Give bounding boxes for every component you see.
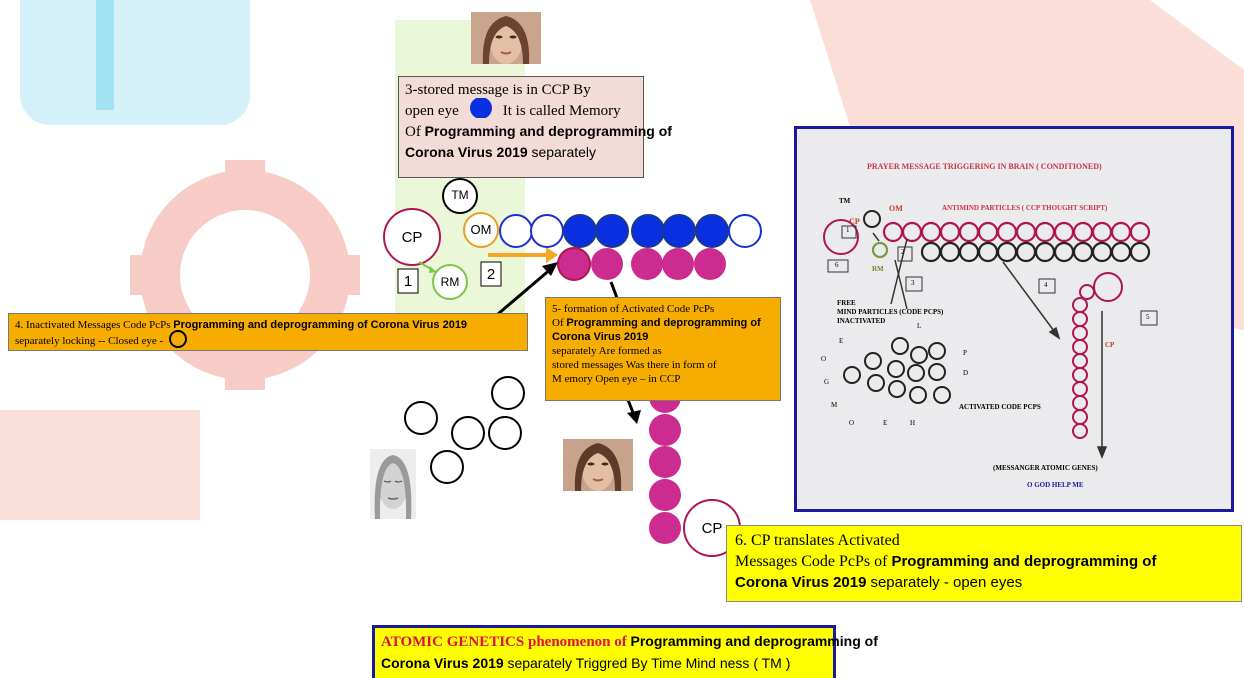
figure-om: OM bbox=[889, 204, 903, 213]
blue-bead-icon bbox=[467, 97, 495, 119]
box5-corona: Corona Virus 2019 bbox=[552, 331, 649, 343]
closed-eye-circle-icon bbox=[167, 330, 189, 348]
box4-programming: Programming and deprogramming of Corona … bbox=[173, 319, 468, 331]
om-label: OM bbox=[470, 222, 492, 237]
box5-memory: M emory Open eye – in CCP bbox=[552, 373, 681, 385]
face-photo-middle bbox=[563, 439, 633, 491]
figure-activated: ACTIVATED CODE PCPS bbox=[959, 403, 1041, 411]
figure-title: PRAYER MESSAGE TRIGGERING IN BRAIN ( CON… bbox=[867, 162, 1102, 171]
inactivated-messages-box: 4. Inactivated Messages Code PcPs Progra… bbox=[8, 313, 528, 351]
bead-row-magenta bbox=[557, 247, 726, 281]
box3-of: Of bbox=[405, 124, 421, 140]
box6-line1: 6. CP translates Activated bbox=[735, 532, 900, 549]
stored-message-box: 3-stored message is in CCP By open eye It… bbox=[398, 76, 672, 178]
box6-programming: Programming and deprogramming of bbox=[891, 553, 1157, 570]
watermark-gear bbox=[130, 160, 360, 390]
box5-separately: separately Are formed as bbox=[552, 345, 662, 357]
figure-messenger: (MESSANGER ATOMIC GENES) bbox=[993, 464, 1098, 472]
brain-diagram-shapes bbox=[823, 210, 1158, 460]
box3-open-eye: open eye bbox=[405, 103, 459, 119]
figure-letter-o2: O bbox=[849, 419, 855, 427]
step-2-box bbox=[480, 261, 502, 287]
activated-formation-box: 5- formation of Activated Code PcPs Of P… bbox=[545, 297, 781, 401]
figure-n4: 4 bbox=[1044, 281, 1048, 289]
rm-circle bbox=[432, 264, 468, 300]
atomic-triggered: separately Triggred By Time Mind ness ( … bbox=[507, 655, 791, 671]
step-2-label: 2 bbox=[486, 266, 496, 283]
figure-letter-e2: E bbox=[883, 419, 888, 427]
figure-letter-o1: O bbox=[821, 355, 827, 363]
box5-of: Of bbox=[552, 317, 564, 329]
box6-open-eyes: separately - open eyes bbox=[870, 574, 1023, 591]
figure-antimind: ANTIMIND PARTICLES ( CCP THOUGHT SCRIPT) bbox=[942, 204, 1108, 212]
figure-letter-e: E bbox=[839, 337, 844, 345]
face-photo-top bbox=[471, 12, 541, 64]
box4-closed-eye: separately locking -- Closed eye - bbox=[15, 335, 164, 347]
cp-circle bbox=[383, 208, 441, 266]
box3-memory: It is called Memory bbox=[502, 103, 621, 119]
figure-n1: 1 bbox=[846, 226, 850, 234]
figure-rm: RM bbox=[872, 265, 884, 273]
cp-label: CP bbox=[401, 229, 423, 246]
step-1-label: 1 bbox=[403, 273, 413, 290]
figure-n3: 3 bbox=[911, 279, 915, 287]
watermark-red-block bbox=[0, 410, 200, 520]
atomic-corona: Corona Virus 2019 bbox=[381, 655, 504, 671]
box3-programming: Programming and deprogramming of bbox=[424, 123, 672, 139]
cp-translates-box: 6. CP translates Activated Messages Code… bbox=[726, 525, 1242, 602]
rm-label: RM bbox=[440, 275, 460, 289]
cp-bottom-label: CP bbox=[701, 520, 723, 537]
box3-line1: 3-stored message is in CCP By bbox=[405, 82, 591, 98]
figure-free: FREE bbox=[837, 299, 856, 307]
figure-n5: 5 bbox=[1146, 313, 1150, 321]
inactivated-to-activated-arrow bbox=[497, 266, 553, 316]
figure-mind-particles: MIND PARTICLES (CODE PCPS) bbox=[837, 308, 944, 316]
figure-god: O GOD HELP ME bbox=[1027, 481, 1084, 489]
box3-separately: separately bbox=[531, 144, 597, 160]
atomic-genetics-box: ATOMIC GENETICS phenomenon of Programmin… bbox=[372, 625, 878, 678]
box6-corona: Corona Virus 2019 bbox=[735, 574, 867, 591]
figure-inactivated: INACTIVATED bbox=[837, 317, 886, 325]
box5-stored: stored messages Was there in form of bbox=[552, 359, 717, 371]
figure-n6: 6 bbox=[835, 261, 839, 269]
figure-n2: 2 bbox=[901, 248, 905, 256]
box6-messages: Messages Code PcPs of bbox=[735, 553, 888, 570]
figure-letter-p: P bbox=[963, 349, 967, 357]
brain-diagram-image: PRAYER MESSAGE TRIGGERING IN BRAIN ( CON… bbox=[794, 126, 1234, 512]
watermark-cyan-bar bbox=[96, 0, 114, 110]
figure-cp: CP bbox=[849, 217, 860, 226]
watermark-cyan-tile bbox=[20, 0, 250, 125]
figure-letter-l: L bbox=[917, 322, 922, 330]
atomic-programming: Programming and deprogramming of bbox=[630, 633, 878, 649]
figure-letter-d: D bbox=[963, 369, 969, 377]
free-inactive-circles bbox=[404, 376, 525, 484]
magenta-stub bbox=[609, 281, 619, 299]
box4-inactivated: 4. Inactivated Messages Code PcPs bbox=[15, 319, 171, 331]
face-photo-closed-eyes bbox=[370, 449, 416, 519]
step-1-box bbox=[397, 268, 419, 294]
figure-tm: TM bbox=[839, 197, 851, 205]
atomic-title: ATOMIC GENETICS phenomenon of bbox=[381, 634, 627, 650]
tm-circle bbox=[442, 178, 478, 214]
box5-programming: Programming and deprogramming of bbox=[566, 317, 761, 329]
figure-cp-right: CP bbox=[1105, 341, 1115, 349]
bead-chain-vertical bbox=[649, 381, 681, 544]
figure-letter-g: G bbox=[824, 378, 830, 386]
om-circle bbox=[463, 212, 499, 248]
box3-corona: Corona Virus 2019 bbox=[405, 144, 528, 160]
bead-row-top bbox=[499, 214, 762, 248]
box5-formation: 5- formation of Activated Code PcPs bbox=[552, 303, 715, 315]
tm-label: TM bbox=[451, 188, 469, 202]
figure-letter-m: M bbox=[831, 401, 838, 409]
figure-letter-h: H bbox=[910, 419, 916, 427]
